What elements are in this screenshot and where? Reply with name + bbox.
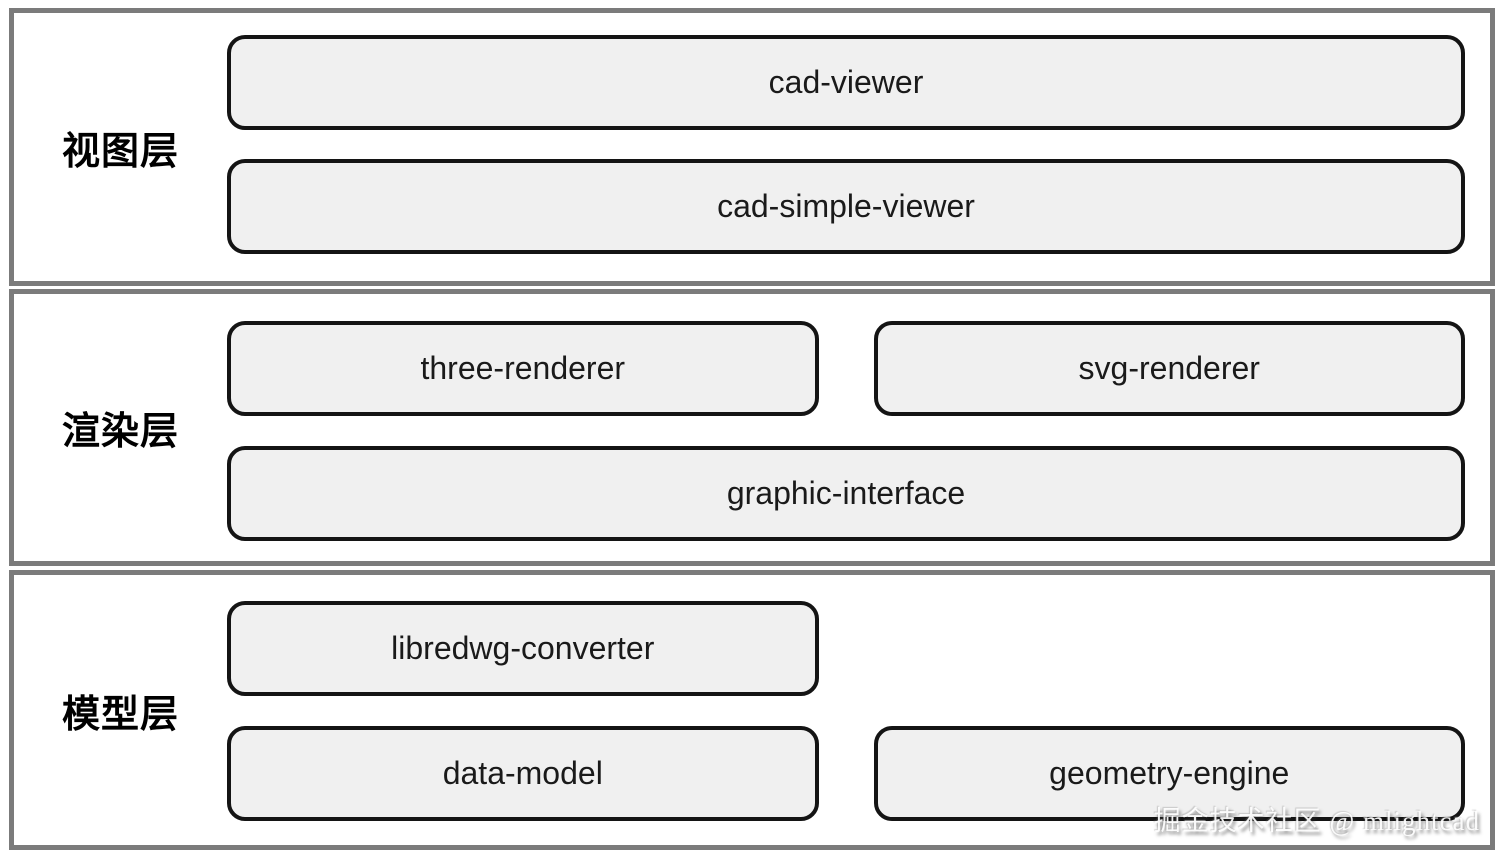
module-row: cad-viewer — [227, 35, 1465, 130]
layer-section-view: 视图层 cad-viewer cad-simple-viewer — [9, 8, 1495, 286]
module-row: graphic-interface — [227, 446, 1465, 541]
module-cad-simple-viewer: cad-simple-viewer — [227, 159, 1465, 254]
module-data-model: data-model — [227, 726, 819, 821]
module-row: cad-simple-viewer — [227, 159, 1465, 254]
module-row: data-model geometry-engine — [227, 726, 1465, 821]
module-geometry-engine: geometry-engine — [873, 726, 1465, 821]
module-geometry-engine-label: geometry-engine — [1049, 755, 1290, 791]
module-libredwg-converter: libredwg-converter — [227, 601, 819, 696]
module-svg-renderer: svg-renderer — [873, 321, 1465, 416]
module-row: three-renderer svg-renderer — [227, 321, 1465, 416]
module-row: libredwg-converter — [227, 601, 1465, 696]
module-svg-renderer-label: svg-renderer — [1078, 350, 1260, 386]
layer-label-render: 渲染层 — [61, 411, 179, 453]
module-three-renderer: three-renderer — [227, 321, 819, 416]
layer-label-view: 视图层 — [61, 130, 179, 173]
layer-label-model: 模型层 — [61, 693, 179, 736]
layer-section-model: 模型层 libredwg-converter data-model geomet… — [9, 570, 1495, 850]
layer-content-view: cad-viewer cad-simple-viewer — [227, 13, 1490, 281]
layer-stack: 视图层 cad-viewer cad-simple-viewer 渲染层 — [9, 8, 1495, 850]
module-cad-simple-viewer-label: cad-simple-viewer — [717, 188, 975, 224]
module-data-model-label: data-model — [442, 755, 603, 791]
module-cad-viewer: cad-viewer — [227, 35, 1465, 130]
layer-content-model: libredwg-converter data-model geometry-e… — [227, 575, 1490, 845]
module-libredwg-converter-label: libredwg-converter — [391, 630, 655, 666]
module-three-renderer-label: three-renderer — [420, 350, 626, 386]
module-graphic-interface-label: graphic-interface — [726, 475, 966, 511]
module-cad-viewer-label: cad-viewer — [768, 64, 924, 100]
layer-content-render: three-renderer svg-renderer graphic-inte… — [227, 294, 1490, 561]
layer-section-render: 渲染层 three-renderer svg-renderer graphic-… — [9, 289, 1495, 566]
module-graphic-interface: graphic-interface — [227, 446, 1465, 541]
